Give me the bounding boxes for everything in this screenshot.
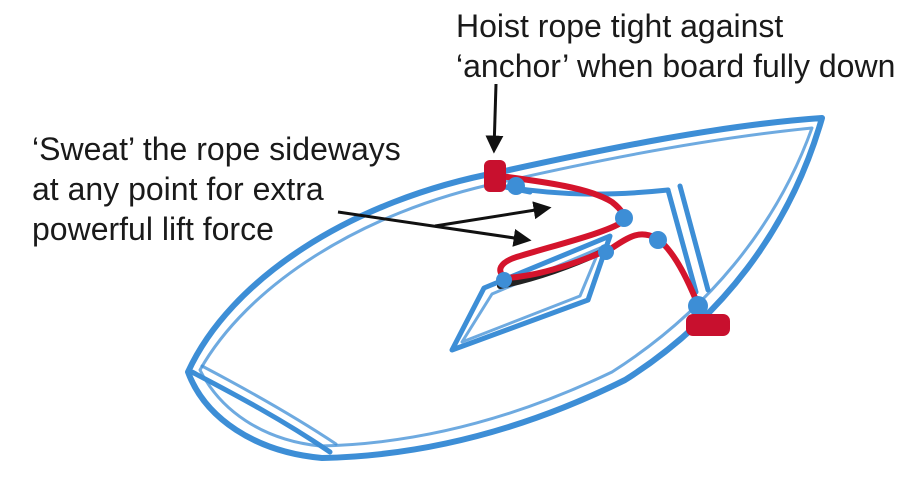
anchor-block-top <box>484 160 506 192</box>
pulley-right <box>649 231 667 249</box>
hoist-annotation: Hoist rope tight against ‘anchor’ when b… <box>456 6 895 86</box>
pulley-lower-right <box>688 296 708 316</box>
sweat-annotation-line-1: ‘Sweat’ the rope sideways <box>32 131 401 167</box>
sweat-arrow-upper <box>434 201 552 228</box>
pulley-board-left <box>496 272 512 288</box>
sweat-annotation: ‘Sweat’ the rope sideways at any point f… <box>32 129 401 249</box>
pulley-mid <box>615 209 633 227</box>
sweat-annotation-line-3: powerful lift force <box>32 211 274 247</box>
pulley-near-anchor <box>507 177 525 195</box>
anchor-block-bottom <box>686 314 730 336</box>
annotation-arrows <box>337 83 552 247</box>
hull-outline <box>185 115 825 461</box>
hoist-annotation-line-1: Hoist rope tight against <box>456 8 784 44</box>
pulley-board-right <box>598 244 614 260</box>
hoist-rope <box>497 173 699 303</box>
hoist-arrow <box>485 83 504 154</box>
sweat-arrow-lower <box>337 210 532 247</box>
hoist-annotation-line-2: ‘anchor’ when board fully down <box>456 48 896 84</box>
pulleys <box>496 177 708 316</box>
sweat-annotation-line-2: at any point for extra <box>32 171 324 207</box>
